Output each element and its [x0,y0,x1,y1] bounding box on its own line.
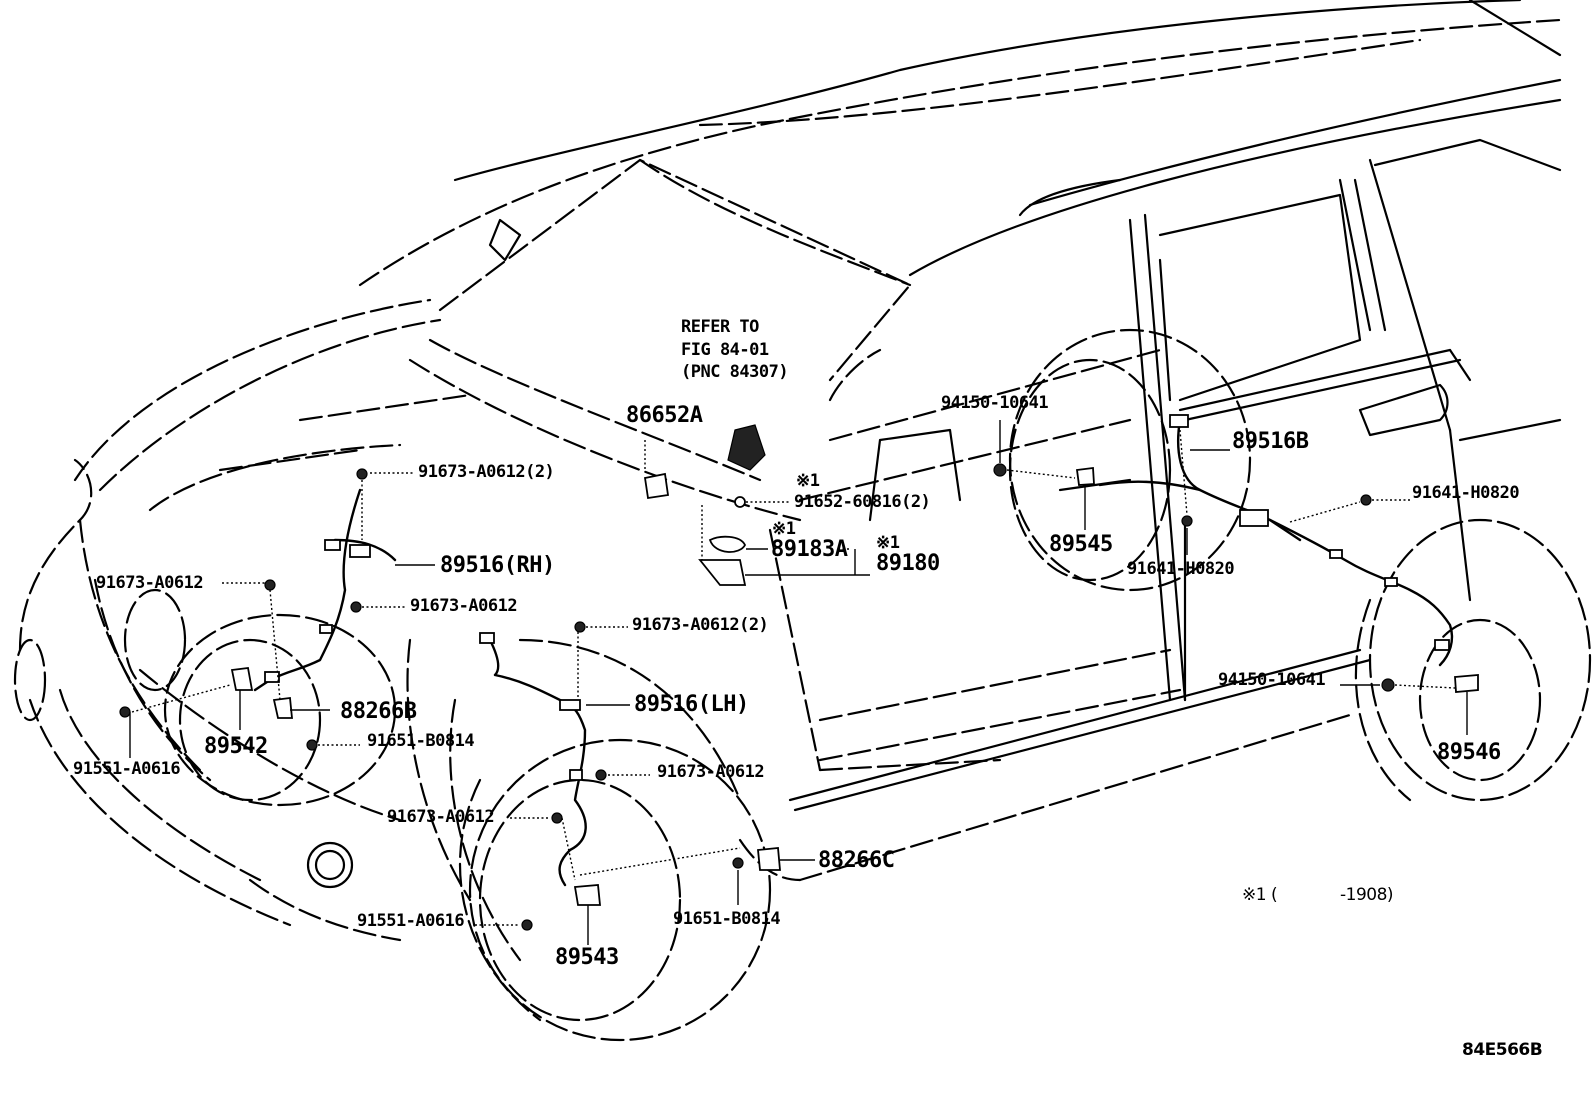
label-89546: 89546 [1437,740,1501,765]
label-91673-a0612-left: 91673-A0612 [96,573,204,593]
label-89516-rh: 89516(RH) [440,553,555,578]
footnote-mark: ※1 ( [1242,885,1278,905]
front-wheel-right [458,738,772,1042]
harness-89516-lh [479,632,587,887]
label-89516-lh: 89516(LH) [634,692,749,717]
rear-wheel-back [1354,518,1592,802]
harness-89516b [1098,414,1454,667]
roof-lines [358,0,1562,287]
footnote-range: -1908) [1340,885,1394,905]
label-88266c: 88266C [818,848,895,873]
label-91673-a0612-l2: 91673-A0612 [387,807,495,827]
windshield-and-hood [73,158,912,522]
front-fascia [13,458,402,942]
label-91673-a0612-r: 91673-A0612 [657,762,765,782]
doors-and-windows [1058,138,1562,702]
label-91673-a0612-2-top: 91673-A0612(2) [418,462,555,482]
note-mark-1b: ※1 [772,519,796,539]
label-86652a: 86652A [626,403,703,428]
note-mark-1a: ※1 [796,471,820,491]
label-88266b: 88266B [340,699,417,724]
label-91641-h0820-b: 91641-H0820 [1127,559,1235,579]
label-91673-a0612-2-mid: 91673-A0612(2) [632,615,769,635]
note-mark-1c: ※1 [876,533,900,553]
front-wheel-left [163,613,397,807]
label-91652-60816-2: 91652-60816(2) [794,492,931,512]
label-91673-a0612-mid: 91673-A0612 [410,596,518,616]
refer-note-line2: FIG 84-01 [681,340,769,360]
label-89183a: 89183A [771,537,848,562]
label-89516b: 89516B [1232,429,1309,454]
part-shapes [119,424,1479,931]
fender-and-side [406,348,1372,962]
label-91641-h0820-a: 91641-H0820 [1412,483,1520,503]
label-91651-b0814-a: 91651-B0814 [367,731,475,751]
refer-note-line3: (PNC 84307) [681,362,789,382]
label-94150-10641-top: 94150-10641 [941,393,1049,413]
label-91551-a0616-b: 91551-A0616 [357,911,465,931]
figure-code: 84E566B [1462,1040,1543,1060]
label-89545: 89545 [1049,532,1113,557]
refer-note-line1: REFER TO [681,317,759,337]
label-89180: 89180 [876,551,940,576]
label-94150-10641-r: 94150-10641 [1218,670,1326,690]
label-91651-b0814-b: 91651-B0814 [673,909,781,929]
label-89543: 89543 [555,945,619,970]
harness-89516-rh [253,488,397,692]
leader-lines [129,420,1468,945]
rear-wheel-front [1008,328,1252,592]
label-91551-a0616-a: 91551-A0616 [73,759,181,779]
label-89542: 89542 [204,734,268,759]
